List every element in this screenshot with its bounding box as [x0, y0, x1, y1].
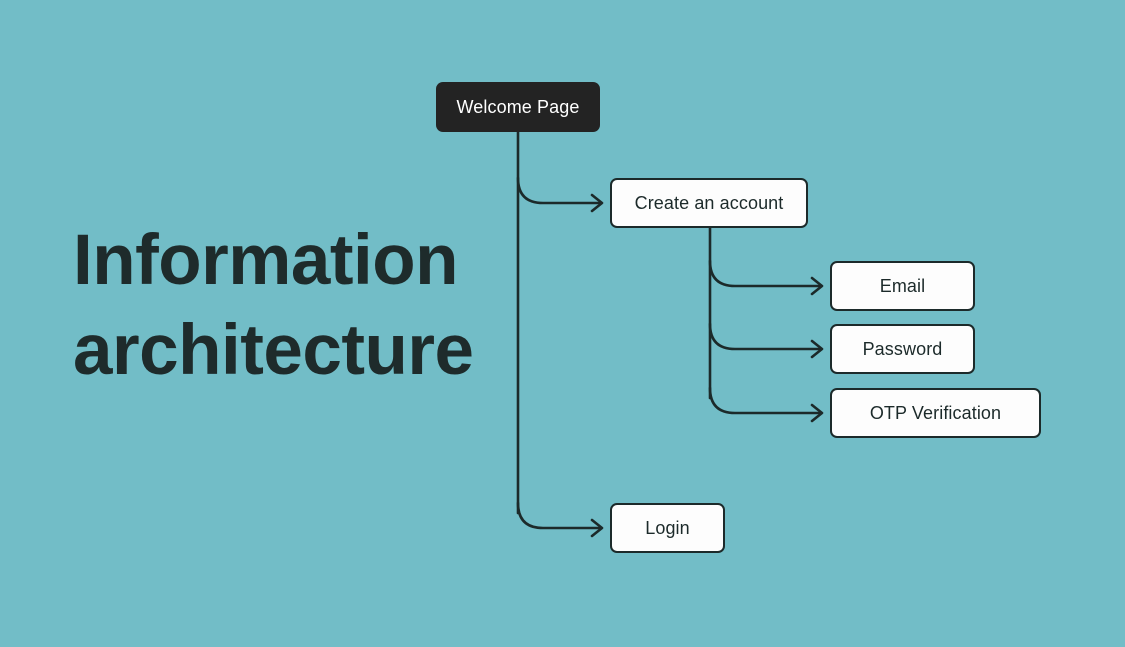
arrowhead-login — [590, 518, 604, 538]
node-password[interactable]: Password — [830, 324, 975, 374]
node-welcome-page[interactable]: Welcome Page — [436, 82, 600, 132]
edge-welcome-to-create — [516, 176, 602, 205]
edge-create-to-otp — [708, 386, 822, 415]
arrowhead-email — [810, 276, 824, 296]
node-label: OTP Verification — [869, 402, 1002, 423]
node-login[interactable]: Login — [610, 503, 725, 553]
arrowhead-password — [810, 339, 824, 359]
node-label: Welcome Page — [456, 96, 580, 117]
edge-create-to-email — [708, 259, 822, 288]
node-label: Password — [862, 338, 943, 359]
edge-welcome-to-login — [516, 501, 602, 530]
arrowhead-create — [590, 193, 604, 213]
node-label: Login — [645, 517, 690, 538]
node-otp-verification[interactable]: OTP Verification — [830, 388, 1041, 438]
page-title: Information architecture — [73, 221, 474, 390]
edge-create-to-password — [708, 322, 822, 351]
node-label: Create an account — [634, 192, 784, 213]
node-create-an-account[interactable]: Create an account — [610, 178, 808, 228]
node-label: Email — [879, 275, 926, 296]
arrowhead-otp — [810, 403, 824, 423]
node-email[interactable]: Email — [830, 261, 975, 311]
